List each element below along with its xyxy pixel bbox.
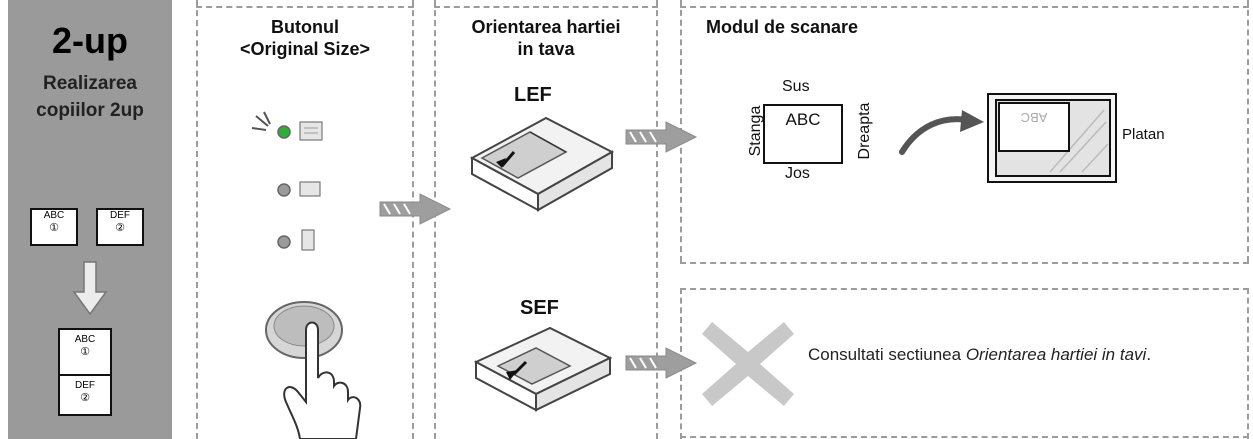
original-page-1: ABC ①	[30, 208, 78, 246]
divider-line	[412, 0, 414, 439]
button-heading: Butonul <Original Size>	[200, 16, 410, 60]
divider-line	[680, 6, 1249, 8]
divider-line	[680, 436, 1249, 438]
page-text: ABC	[43, 210, 65, 221]
size-indicator-icon	[277, 229, 315, 251]
mode-subtitle: Realizarea copiilor 2up	[8, 70, 172, 124]
flow-arrow-icon	[625, 121, 698, 153]
divider-line	[1247, 0, 1249, 262]
page-number: ②	[115, 222, 125, 234]
mode-title: 2-up	[52, 20, 128, 61]
paper-heading-line2: in tava	[517, 39, 575, 59]
flow-arrow-icon	[625, 347, 698, 379]
flow-arrow-icon	[379, 193, 452, 225]
page-number: ①	[80, 346, 90, 358]
button-heading-line1: Butonul	[271, 17, 339, 37]
page-text: DEF	[75, 380, 95, 391]
note-link-text: Orientarea hartiei in tavi	[965, 345, 1147, 364]
original-page-2: DEF ②	[96, 208, 144, 246]
button-heading-line2: <Original Size>	[239, 39, 371, 59]
divider-line	[196, 6, 414, 8]
document-sheet: ABC	[763, 104, 843, 164]
divider-line	[1247, 288, 1249, 439]
top-label: Sus	[782, 78, 810, 95]
mode-subtitle-line2: copiilor 2up	[36, 100, 144, 121]
divider-line	[434, 0, 436, 439]
divider-line	[680, 262, 1249, 264]
page-number: ②	[80, 392, 90, 404]
scan-heading: Modul de scanare	[706, 17, 859, 37]
result-page-2: DEF ②	[60, 380, 110, 420]
result-page-1: ABC ①	[60, 334, 110, 376]
page-number: ①	[49, 222, 59, 234]
cross-icon	[702, 322, 794, 406]
paper-heading: Orientarea hartiei in tava	[438, 16, 654, 60]
page-text: ABC	[74, 334, 96, 345]
divider-line	[656, 0, 658, 439]
platen-label: Platan	[1122, 126, 1165, 143]
result-sheet: ABC ① DEF ②	[58, 328, 112, 416]
curved-arrow-icon	[899, 110, 984, 155]
down-arrow-icon	[72, 261, 108, 316]
divider-line	[196, 0, 198, 439]
right-label: Dreapta	[856, 102, 873, 160]
note-text-plain: Consultati sectiunea	[808, 345, 966, 364]
mode-subtitle-line1: Realizarea	[42, 73, 137, 94]
press-button-hand-icon	[265, 301, 362, 439]
divider-line	[680, 288, 1249, 290]
paper-heading-line1: Orientarea hartiei	[471, 17, 621, 37]
size-indicator-icon	[277, 181, 321, 197]
tray-sef-icon	[473, 326, 613, 412]
document-text: ABC	[785, 110, 821, 129]
divider-line	[434, 6, 658, 8]
bottom-label: Jos	[785, 165, 810, 182]
lef-label: LEF	[514, 84, 552, 106]
platen-document-text: ABC	[1020, 110, 1048, 125]
tray-lef-icon	[469, 116, 615, 212]
sef-label: SEF	[520, 297, 559, 319]
lit-size-indicator-icon	[251, 111, 323, 141]
mode-panel: 2-up Realizarea copiilor 2up ABC ① DEF ②…	[8, 0, 172, 439]
note-text-end: .	[1146, 345, 1152, 364]
platen-document: ABC	[998, 102, 1070, 152]
page-text: DEF	[110, 210, 130, 221]
note-text: Consultati sectiunea Orientarea hartiei …	[808, 342, 1238, 367]
